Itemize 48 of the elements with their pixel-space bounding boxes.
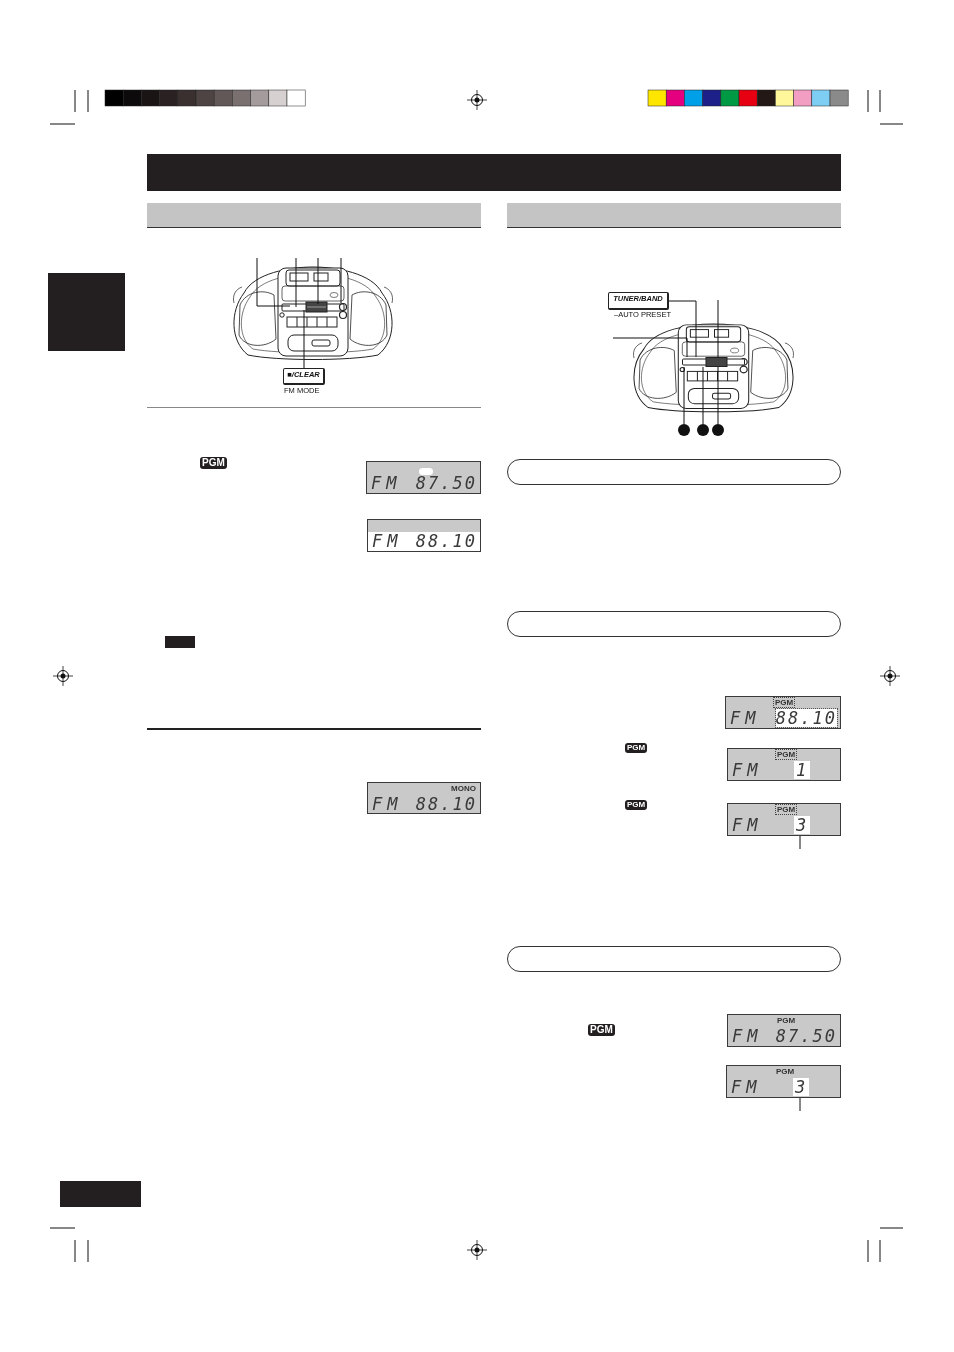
frequency-readout: 88.10 bbox=[775, 709, 837, 727]
display-indicator: PGM bbox=[776, 805, 797, 814]
display-indicator: PGM bbox=[776, 750, 797, 759]
band-readout: FM bbox=[372, 795, 403, 813]
lcd-display bbox=[366, 461, 481, 494]
indicator-label: PGM bbox=[200, 457, 227, 469]
frequency-readout: 3 bbox=[794, 816, 811, 834]
band-readout: FM bbox=[732, 761, 763, 779]
display-indicator: PGM bbox=[774, 698, 795, 707]
title-bar bbox=[147, 154, 841, 191]
side-tab bbox=[48, 273, 125, 351]
leader-line bbox=[702, 366, 704, 425]
lcd-display bbox=[727, 748, 841, 781]
frequency-readout: 87.50 bbox=[775, 1027, 837, 1045]
band-readout: FM bbox=[732, 816, 763, 834]
band-readout: FM bbox=[731, 1078, 762, 1096]
leader-line bbox=[799, 1097, 801, 1112]
lcd-display bbox=[367, 782, 481, 814]
step-marker-icon bbox=[678, 424, 690, 436]
display-indicator: MONO bbox=[450, 784, 477, 793]
leader-line bbox=[668, 300, 697, 358]
lcd-display bbox=[726, 1065, 841, 1098]
band-readout: FM bbox=[371, 474, 402, 492]
leader-line bbox=[683, 366, 685, 425]
band-readout: FM bbox=[372, 532, 403, 550]
leader-line bbox=[799, 835, 801, 850]
leader-line bbox=[717, 299, 719, 358]
lcd-display bbox=[727, 803, 841, 836]
indicator-label: PGM bbox=[625, 800, 648, 810]
lcd-display bbox=[727, 1014, 841, 1047]
step-marker-icon bbox=[712, 424, 724, 436]
leader-line bbox=[717, 366, 719, 425]
band-readout: FM bbox=[732, 1027, 763, 1045]
frequency-readout: 1 bbox=[794, 761, 811, 779]
frequency-readout: 87.50 bbox=[415, 474, 477, 492]
frequency-readout: 88.10 bbox=[415, 795, 477, 813]
indicator-label: PGM bbox=[625, 743, 648, 753]
frequency-readout: 88.10 bbox=[415, 532, 477, 550]
frequency-readout: 3 bbox=[793, 1078, 810, 1096]
step-marker-icon bbox=[697, 424, 709, 436]
band-readout: FM bbox=[730, 709, 761, 727]
lcd-display bbox=[725, 696, 841, 729]
leader-line bbox=[303, 309, 305, 369]
display-indicator: PGM bbox=[775, 1067, 796, 1076]
indicator-label: PGM bbox=[588, 1024, 615, 1036]
lcd-display bbox=[367, 519, 481, 552]
leader-line bbox=[612, 337, 688, 358]
display-indicator: PGM bbox=[776, 1016, 797, 1025]
